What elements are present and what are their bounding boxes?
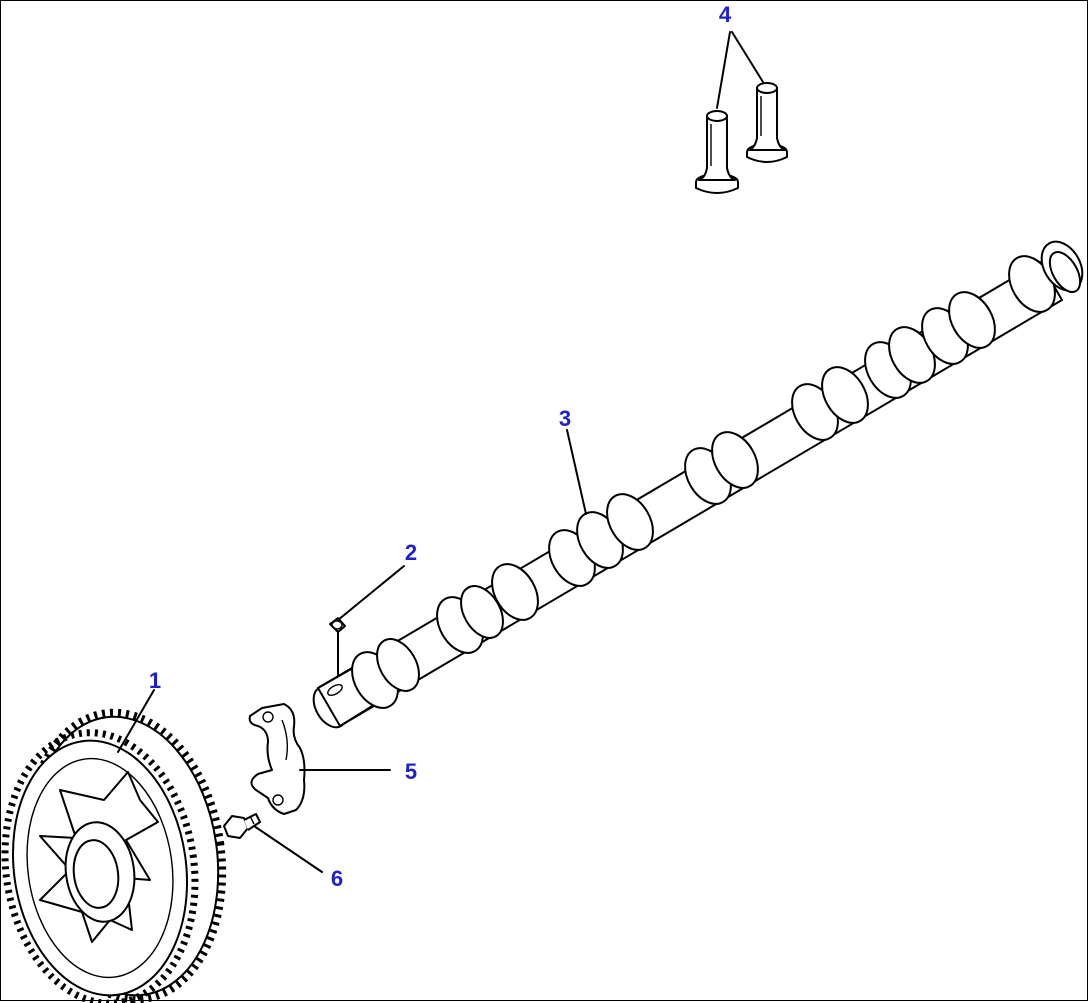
tappet-left	[695, 110, 739, 194]
part-4-tappets	[695, 82, 788, 194]
leader-lines	[117, 31, 764, 873]
leader-2	[337, 565, 405, 621]
part-1-cam-gear	[1, 708, 227, 1003]
callout-4: 4	[719, 2, 732, 27]
leader-3	[566, 429, 587, 515]
leader-4a	[716, 31, 731, 109]
part-2-pin	[329, 617, 346, 633]
part-6-bolt	[223, 813, 261, 839]
part-3-camshaft	[312, 240, 1084, 729]
tappet-right	[746, 82, 788, 163]
callouts: 1 2 3 4 5 6	[149, 2, 732, 891]
callout-5: 5	[405, 759, 417, 784]
callout-6: 6	[331, 866, 343, 891]
leader-1	[117, 689, 155, 753]
callout-1: 1	[149, 668, 161, 693]
callout-3: 3	[559, 406, 571, 431]
callout-2: 2	[405, 540, 417, 565]
leader-4b	[731, 31, 764, 83]
leader-6	[253, 825, 323, 873]
camshaft-lobes	[351, 240, 1084, 709]
part-5-thrust-plate	[248, 703, 306, 815]
